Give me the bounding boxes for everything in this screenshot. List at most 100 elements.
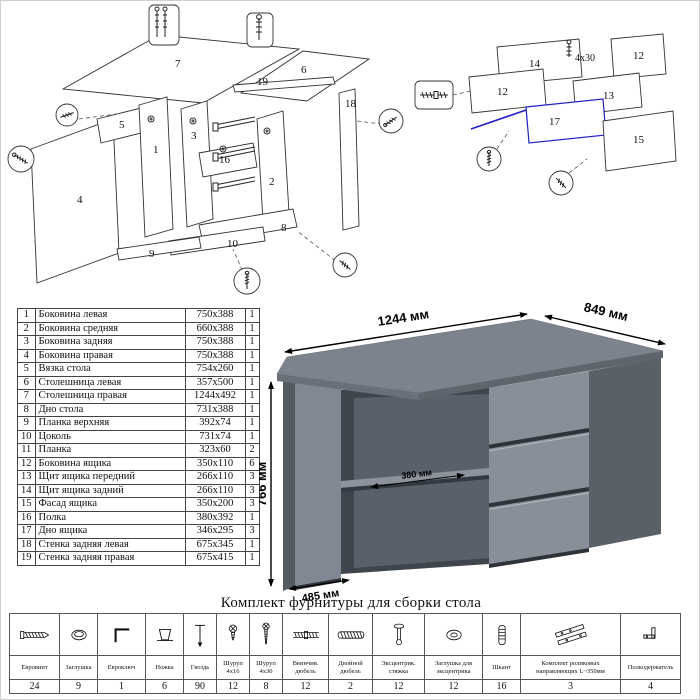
- desk-drawer-front: [489, 371, 589, 564]
- parts-cell-name: Столешница правая: [34, 389, 186, 404]
- parts-cell-size: 323x60: [184, 443, 246, 458]
- parts-cell-qty: 1: [244, 537, 260, 552]
- hardware-item-label: Шуруп 4x16: [216, 655, 250, 680]
- fastener-callout-circle: [548, 170, 574, 196]
- parts-cell-name: Планка: [34, 443, 186, 458]
- part-number-label: 9: [149, 248, 155, 260]
- screw-in-dowel-icon: [282, 613, 329, 656]
- parts-cell-num: 10: [17, 429, 36, 444]
- parts-cell-num: 13: [17, 470, 36, 485]
- hardware-kit-title: Комплект фурнитуры для сборки стола: [220, 595, 482, 611]
- part-number-label: 19: [257, 76, 269, 88]
- fastener-callout-box: [148, 4, 180, 46]
- parts-cell-name: Боковина средняя: [34, 321, 186, 336]
- parts-cell-qty: 3: [244, 524, 260, 539]
- drawer-bottom-panel: [525, 98, 607, 144]
- parts-cell-size: 350x110: [184, 456, 246, 471]
- hardware-item-label: Евровинт: [9, 655, 60, 680]
- parts-cell-qty: 1: [244, 510, 260, 525]
- part-number-label: 2: [269, 176, 275, 188]
- hardware-item-qty: 12: [424, 679, 483, 694]
- confirmat-screw-icon: [9, 613, 60, 656]
- cam-bolt-icon: [372, 613, 425, 656]
- part-number-label: 16: [219, 154, 231, 166]
- screw-4x30-icon: [249, 613, 283, 656]
- parts-cell-qty: 1: [244, 429, 260, 444]
- fastener-callout-circle: [7, 145, 35, 173]
- parts-cell-size: 731x388: [184, 402, 246, 417]
- hardware-item-label: Двойной дюбель: [328, 655, 373, 680]
- parts-cell-num: 4: [17, 348, 36, 363]
- parts-cell-qty: 3: [244, 470, 260, 485]
- panel-side-right: [30, 118, 120, 284]
- parts-cell-qty: 1: [244, 362, 260, 377]
- part-number-label: 18: [345, 98, 357, 110]
- parts-cell-name: Боковина задняя: [34, 335, 186, 350]
- hardware-item-qty: 9: [59, 679, 98, 694]
- parts-cell-name: Боковина левая: [34, 308, 186, 323]
- parts-cell-num: 19: [17, 551, 36, 566]
- fastener-callout-circle: [378, 108, 404, 134]
- dim-label-width: 1244 мм: [377, 306, 430, 329]
- fastener-callout-circle: [332, 252, 358, 278]
- parts-cell-size: 380x392: [184, 510, 246, 525]
- dim-label-shelf-depth: 380 мм: [401, 467, 433, 481]
- desk-left-leg: [295, 378, 341, 586]
- panel-back-strip: [232, 76, 336, 93]
- hardware-item-label: Ввинчив. дюбель: [282, 655, 329, 680]
- parts-cell-qty: 2: [244, 443, 260, 458]
- parts-cell-size: 754x260: [184, 362, 246, 377]
- part-number-label: 14: [529, 58, 541, 70]
- panel-back-right: [338, 88, 360, 231]
- hardware-item-label: Шкант: [482, 655, 521, 680]
- parts-cell-num: 12: [17, 456, 36, 471]
- cam-cap-icon: [424, 613, 483, 656]
- parts-cell-size: 357x500: [184, 375, 246, 390]
- desk-top-left-edge: [277, 374, 419, 400]
- dim-arrow-left-depth: [288, 578, 350, 591]
- cam-position-markers: [147, 115, 271, 153]
- part-number-label: 1: [153, 144, 159, 156]
- parts-cell-name: Стенка задняя левая: [34, 537, 186, 552]
- hardware-item-qty: 3: [520, 679, 621, 694]
- parts-cell-num: 17: [17, 524, 36, 539]
- hardware-item-label: Комплект роликовых направляющих L~350мм: [520, 655, 621, 680]
- fastener-callout-box: [414, 80, 454, 110]
- drawer-gaps: [488, 428, 590, 508]
- parts-cell-num: 16: [17, 510, 36, 525]
- parts-cell-num: 2: [17, 321, 36, 336]
- parts-cell-name: Фасад ящика: [34, 497, 186, 512]
- parts-cell-num: 11: [17, 443, 36, 458]
- hardware-item-qty: 90: [183, 679, 217, 694]
- parts-cell-size: 731x74: [184, 429, 246, 444]
- foot-icon: [145, 613, 184, 656]
- parts-cell-size: 346x295: [184, 524, 246, 539]
- hardware-item-label: Заглушка: [59, 655, 98, 680]
- parts-cell-qty: 1: [244, 375, 260, 390]
- parts-cell-num: 1: [17, 308, 36, 323]
- parts-cell-qty: 1: [244, 308, 260, 323]
- double-dowel-icon: [328, 613, 373, 656]
- desk-pedestal-base: [489, 548, 589, 568]
- part-number-label: 5: [119, 119, 125, 131]
- drawer-gap-highlights: [488, 433, 590, 510]
- parts-cell-size: 1244x492: [184, 389, 246, 404]
- parts-cell-size: 675x415: [184, 551, 246, 566]
- parts-cell-num: 18: [17, 537, 36, 552]
- dim-label-left-depth: 485 мм: [301, 587, 340, 601]
- parts-cell-name: Столешница левая: [34, 375, 186, 390]
- drawer-side-panel: [610, 33, 667, 80]
